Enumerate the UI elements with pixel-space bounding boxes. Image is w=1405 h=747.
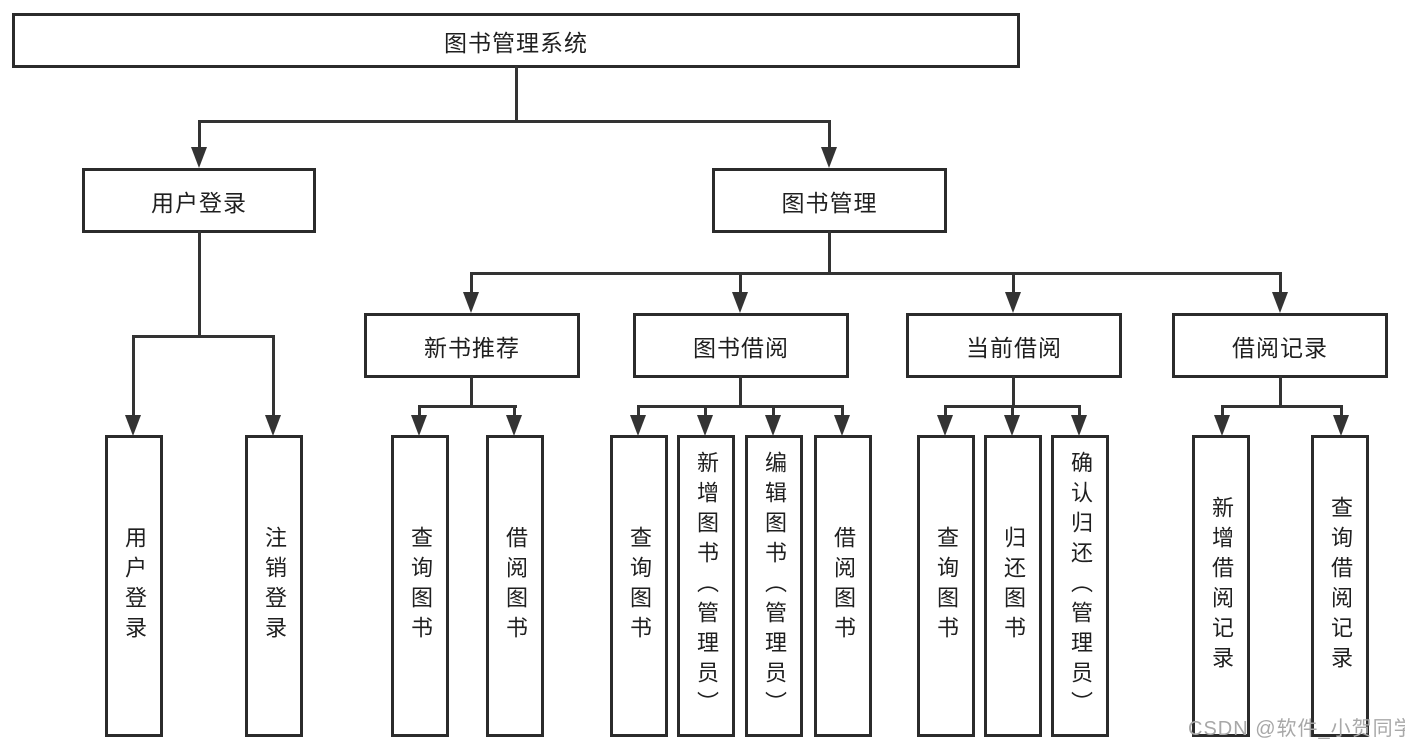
connector-new-book-trunk xyxy=(470,376,473,408)
leaf-cb-query-books: 查询图书 xyxy=(917,435,975,737)
leaf-label: 借阅图书 xyxy=(503,526,528,646)
connector-leaf-stem xyxy=(841,405,844,419)
connector-book-borrow-split xyxy=(637,405,844,408)
node-borrow-records-label: 借阅记录 xyxy=(1232,334,1328,361)
arrow-down-icon xyxy=(1272,292,1288,313)
connector-book-mgmt-trunk xyxy=(828,231,831,275)
node-user-login: 用户登录 xyxy=(82,168,316,233)
arrow-down-icon xyxy=(1005,292,1021,313)
arrow-down-icon xyxy=(821,147,837,168)
leaf-label: 借阅图书 xyxy=(831,526,856,646)
connector-to-user-login xyxy=(198,120,201,150)
leaf-label: 新增借阅记录 xyxy=(1209,496,1234,676)
node-user-login-label: 用户登录 xyxy=(151,189,247,216)
leaf-label: 查询图书 xyxy=(627,526,652,646)
arrow-down-icon xyxy=(697,415,713,436)
connector-l3-split xyxy=(470,272,1282,275)
leaf-cb-confirm-return-admin: 确认归还（管理员） xyxy=(1051,435,1109,737)
leaf-br-add-record: 新增借阅记录 xyxy=(1192,435,1250,737)
node-current-borrow-label: 当前借阅 xyxy=(966,334,1062,361)
connector-leaf-stem xyxy=(944,405,947,419)
connector-leaf-stem xyxy=(704,405,707,419)
arrow-down-icon xyxy=(411,415,427,436)
watermark-text: CSDN @软件_小贺同学 xyxy=(1188,718,1405,740)
leaf-label: 查询图书 xyxy=(408,526,433,646)
leaf-bb-add-books-admin: 新增图书（管理员） xyxy=(677,435,735,737)
connector-new-book-split xyxy=(418,405,517,408)
leaf-bb-query-books: 查询图书 xyxy=(610,435,668,737)
connector-borrow-records-trunk xyxy=(1279,376,1282,408)
arrow-down-icon xyxy=(765,415,781,436)
connector-user-login-trunk xyxy=(198,231,201,337)
node-root-label: 图书管理系统 xyxy=(444,29,588,56)
connector-to-new-book xyxy=(470,272,473,294)
arrow-down-icon xyxy=(1214,415,1230,436)
leaf-cb-return-books: 归还图书 xyxy=(984,435,1042,737)
leaf-label: 编辑图书（管理员） xyxy=(762,451,787,721)
connector-user-login-split xyxy=(132,335,275,338)
leaf-label: 用户登录 xyxy=(122,526,147,646)
node-book-borrow-label: 图书借阅 xyxy=(693,334,789,361)
leaf-user-login: 用户登录 xyxy=(105,435,163,737)
leaf-label: 注销登录 xyxy=(262,526,287,646)
arrow-down-icon xyxy=(506,415,522,436)
node-book-mgmt-label: 图书管理 xyxy=(781,189,878,216)
node-borrow-records: 借阅记录 xyxy=(1172,313,1388,378)
leaf-bb-borrow-books: 借阅图书 xyxy=(814,435,872,737)
arrow-down-icon xyxy=(1333,415,1349,436)
arrow-down-icon xyxy=(937,415,953,436)
connector-leaf-stem xyxy=(1011,405,1014,419)
leaf-nb-borrow-books: 借阅图书 xyxy=(486,435,544,737)
connector-book-borrow-trunk xyxy=(739,376,742,408)
connector-leaf-stem xyxy=(513,405,516,419)
leaf-label: 归还图书 xyxy=(1001,526,1026,646)
connector-to-book-mgmt xyxy=(828,120,831,150)
connector-borrow-records-split xyxy=(1221,405,1343,408)
connector-leaf-stem xyxy=(637,405,640,419)
arrow-down-icon xyxy=(125,415,141,436)
leaf-logout: 注销登录 xyxy=(245,435,303,737)
leaf-label: 查询图书 xyxy=(934,526,959,646)
node-new-book-recommend-label: 新书推荐 xyxy=(424,334,520,361)
arrow-down-icon xyxy=(191,147,207,168)
connector-to-current-borrow xyxy=(1012,272,1015,294)
leaf-br-query-record: 查询借阅记录 xyxy=(1311,435,1369,737)
leaf-label: 新增图书（管理员） xyxy=(694,451,719,721)
leaf-bb-edit-books-admin: 编辑图书（管理员） xyxy=(745,435,803,737)
node-new-book-recommend: 新书推荐 xyxy=(364,313,580,378)
connector-root-trunk xyxy=(515,66,518,123)
connector-current-borrow-trunk xyxy=(1012,376,1015,408)
connector-to-borrow-records xyxy=(1279,272,1282,294)
arrow-down-icon xyxy=(732,292,748,313)
arrow-down-icon xyxy=(1004,415,1020,436)
arrow-down-icon xyxy=(834,415,850,436)
connector-leaf-stem xyxy=(772,405,775,419)
connector-leaf-stem xyxy=(1221,405,1224,419)
arrow-down-icon xyxy=(265,415,281,436)
node-root: 图书管理系统 xyxy=(12,13,1020,68)
arrow-down-icon xyxy=(463,292,479,313)
connector-to-leaf-logout xyxy=(272,335,275,417)
node-book-mgmt: 图书管理 xyxy=(712,168,947,233)
connector-to-book-borrow xyxy=(739,272,742,294)
arrow-down-icon xyxy=(630,415,646,436)
node-current-borrow: 当前借阅 xyxy=(906,313,1122,378)
leaf-label: 确认归还（管理员） xyxy=(1068,451,1093,721)
connector-leaf-stem xyxy=(418,405,421,419)
connector-l1-split xyxy=(198,120,831,123)
connector-leaf-stem xyxy=(1078,405,1081,419)
node-book-borrow: 图书借阅 xyxy=(633,313,849,378)
leaf-nb-query-books: 查询图书 xyxy=(391,435,449,737)
connector-to-leaf-user-login xyxy=(132,335,135,417)
connector-leaf-stem xyxy=(1340,405,1343,419)
leaf-label: 查询借阅记录 xyxy=(1328,496,1353,676)
arrow-down-icon xyxy=(1071,415,1087,436)
